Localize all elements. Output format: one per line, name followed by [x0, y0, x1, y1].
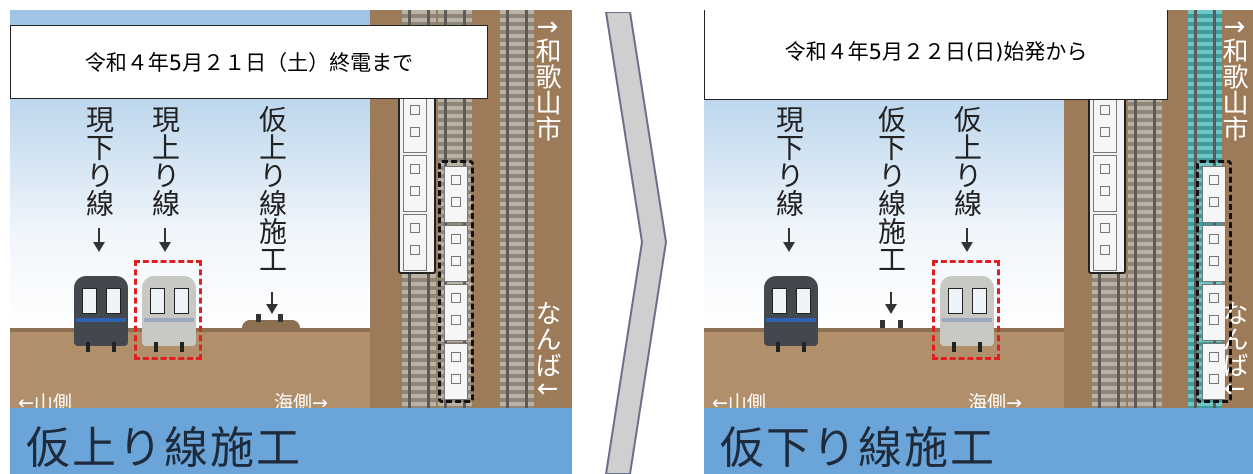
- train-plan-view: [1088, 90, 1126, 274]
- arrow-down-icon: [93, 228, 105, 252]
- label-temp-up-construction: 仮上り線施工: [255, 105, 288, 273]
- label-temp-down-construction: 仮下り線施工: [874, 105, 907, 273]
- train-current-down: [764, 270, 818, 352]
- train-temp-up: [940, 270, 994, 352]
- header-box: 令和４年5月２２日(日)始発から: [704, 10, 1168, 100]
- label-wakayamashi: ↑和歌山市: [531, 16, 561, 142]
- chevron-right-icon: [604, 12, 668, 474]
- caption-band: [704, 408, 1253, 474]
- rail-track-right: [500, 10, 534, 408]
- label-current-down-line: 現下り線: [772, 105, 805, 217]
- rail-post: [256, 314, 261, 322]
- train-plan-view-highlighted: [442, 166, 470, 402]
- label-wakayamashi: ↑和歌山市: [1218, 16, 1248, 142]
- caption-text: 仮下り線施工: [720, 423, 996, 474]
- arrow-down-icon: [266, 292, 278, 314]
- highlight-box-red: [134, 260, 202, 360]
- label-current-down-line: 現下り線: [82, 105, 115, 217]
- rail-post: [898, 320, 903, 328]
- before-panel: 令和４年5月２１日（土）終電まで 現下り線 現上り線 仮上り線施工 ←山側 海側…: [10, 10, 572, 474]
- arrow-down-icon: [159, 228, 171, 252]
- train-current-down: [74, 270, 128, 352]
- construction-site: [242, 320, 300, 330]
- rail-post: [880, 320, 885, 328]
- rail-post: [278, 314, 283, 322]
- header-box: 令和４年5月２１日（土）終電まで: [10, 25, 488, 99]
- after-panel: 令和４年5月２２日(日)始発から 現下り線 仮下り線施工 仮上り線 ←山側 海側…: [704, 10, 1253, 474]
- train-plan-view-highlighted: [1200, 166, 1228, 402]
- header-text: 令和４年5月２２日(日)始発から: [784, 40, 1088, 64]
- label-current-up-line: 現上り線: [148, 105, 181, 217]
- arrow-down-icon: [783, 228, 795, 252]
- train-current-up: [142, 270, 196, 352]
- highlight-box-red: [932, 260, 1000, 360]
- label-namba: なんば↓: [1218, 300, 1248, 400]
- arrow-down-icon: [885, 292, 897, 314]
- caption-band: [10, 408, 572, 474]
- train-plan-view: [398, 90, 436, 274]
- caption-text: 仮上り線施工: [26, 423, 302, 474]
- label-temp-up-line: 仮上り線: [950, 105, 983, 217]
- label-namba: なんば↓: [531, 300, 561, 400]
- highlight-box-black: [438, 160, 474, 403]
- header-text: 令和４年5月２１日（土）終電まで: [84, 51, 414, 75]
- arrow-down-icon: [961, 228, 973, 252]
- highlight-box-black: [1196, 160, 1232, 403]
